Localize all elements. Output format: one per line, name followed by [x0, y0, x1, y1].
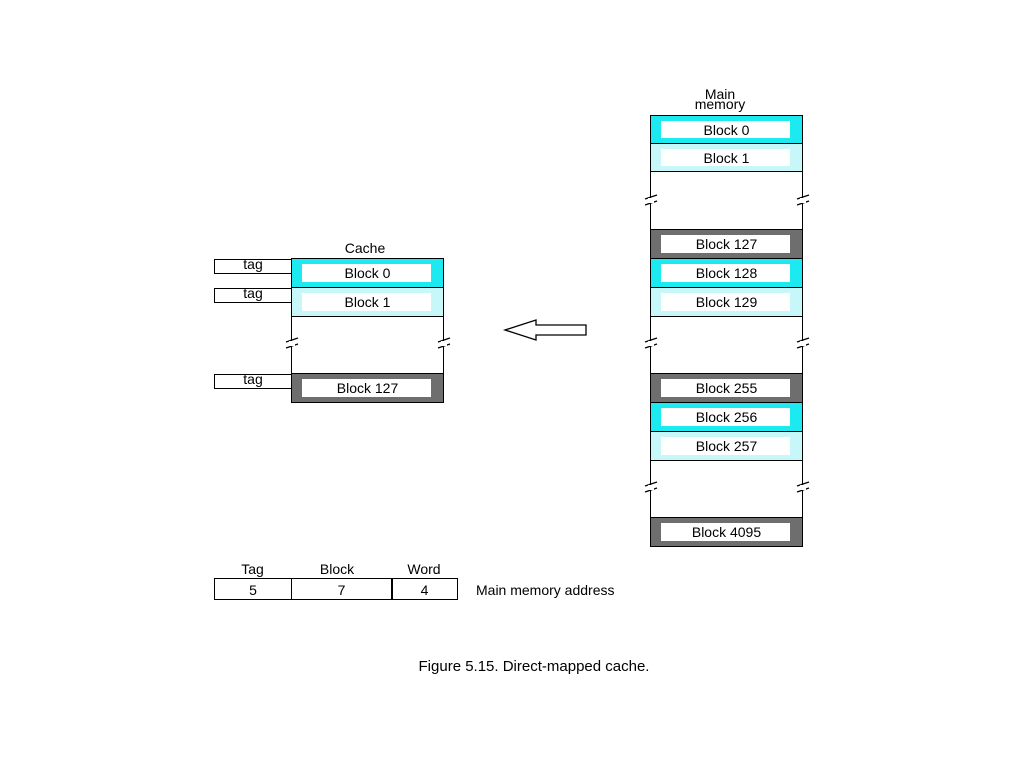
- memory-block-label: Block 0: [703, 121, 750, 138]
- memory-block-label: Block 257: [695, 438, 758, 454]
- memory-break-marks: [644, 481, 810, 493]
- memory-block-label: Block 1: [703, 149, 750, 166]
- memory-block-128: Block 128: [650, 258, 803, 288]
- figure-caption: Figure 5.15. Direct-mapped cache.: [418, 658, 650, 675]
- cache-title: Cache: [344, 240, 386, 256]
- memory-block-4095: Block 4095: [650, 517, 803, 547]
- cache-block-1: Block 1: [291, 287, 444, 317]
- address-field-name: Tag: [241, 561, 264, 577]
- memory-block-0: Block 0: [650, 115, 803, 144]
- memory-title-line2: memory: [694, 96, 746, 112]
- cache-break-marks: [285, 337, 451, 349]
- cache-tag-label: tag: [243, 285, 263, 301]
- address-field-name: Block: [319, 561, 355, 577]
- cache-tag-label: tag: [243, 256, 263, 272]
- memory-block-label: Block 128: [695, 265, 758, 281]
- cache-block-label: Block 0: [344, 265, 391, 281]
- address-word-field: 4: [391, 578, 458, 600]
- memory-block-256: Block 256: [650, 402, 803, 432]
- address-field-bits: 7: [337, 582, 346, 598]
- memory-block-label: Block 255: [695, 380, 758, 396]
- memory-block-label: Block 256: [695, 409, 758, 425]
- address-block-field: 7: [290, 578, 393, 600]
- memory-block-257: Block 257: [650, 431, 803, 461]
- left-arrow-icon: [502, 319, 587, 341]
- memory-block-129: Block 129: [650, 287, 803, 317]
- memory-title-line1: Main: [704, 86, 736, 102]
- cache-block-127: Block 127: [291, 373, 444, 403]
- cache-block-label: Block 1: [344, 294, 391, 310]
- memory-block-label: Block 129: [695, 294, 758, 310]
- memory-block-127: Block 127: [650, 229, 803, 259]
- address-tag-field: 5: [214, 578, 292, 600]
- memory-block-label: Block 4095: [691, 524, 762, 540]
- cache-tag-0: tag: [214, 256, 292, 274]
- cache-block-label: Block 127: [336, 380, 399, 396]
- address-label: Main memory address: [476, 582, 615, 598]
- address-field-bits: 4: [420, 582, 429, 598]
- cache-tag-127: tag: [214, 371, 292, 389]
- memory-break-marks: [644, 337, 810, 349]
- cache-tag-label: tag: [243, 371, 263, 387]
- memory-block-255: Block 255: [650, 373, 803, 403]
- address-field-bits: 5: [249, 582, 257, 598]
- memory-block-1: Block 1: [650, 143, 803, 172]
- address-field-name: Word: [407, 561, 441, 577]
- cache-block-0: Block 0: [291, 258, 444, 288]
- cache-tag-1: tag: [214, 285, 292, 303]
- memory-break-marks: [644, 194, 810, 206]
- memory-block-label: Block 127: [695, 236, 758, 252]
